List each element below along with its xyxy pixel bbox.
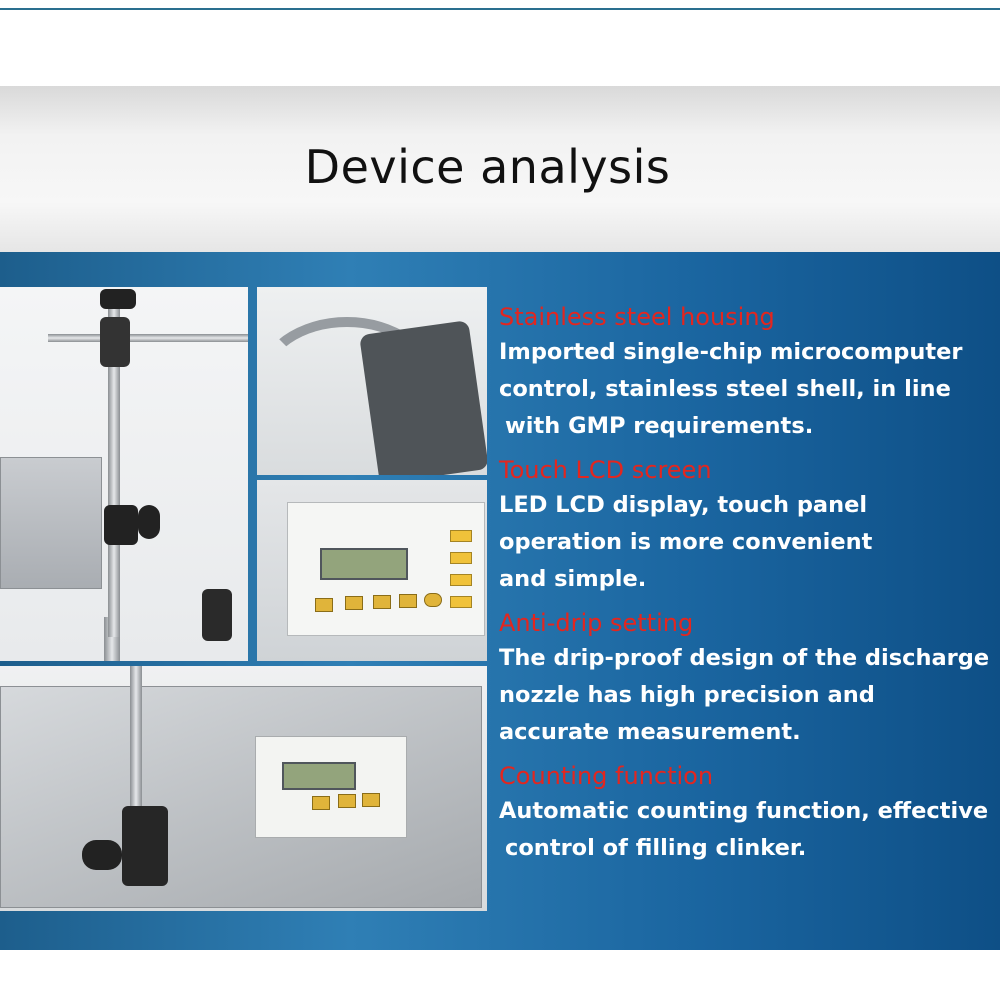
pedal-cable <box>257 317 437 447</box>
feature-description: Automatic counting function, effective c… <box>499 793 997 867</box>
machine-lcd <box>282 762 356 790</box>
feature-touch-lcd: Touch LCD screen LED LCD display, touch … <box>499 453 997 598</box>
feature-heading: Counting function <box>499 762 714 790</box>
feature-anti-drip: Anti-drip setting The drip-proof design … <box>499 606 997 751</box>
indicator-3 <box>450 574 472 586</box>
feature-heading: Stainless steel housing <box>499 303 775 331</box>
machine-key-3 <box>362 793 380 807</box>
feature-heading: Anti-drip setting <box>499 609 694 637</box>
feature-line: with GMP requirements. <box>505 413 814 439</box>
feature-description: The drip-proof design of the discharge n… <box>499 640 997 751</box>
feature-line: control of filling clinker. <box>505 835 807 861</box>
control-panel-photo <box>257 480 487 661</box>
feature-heading: Touch LCD screen <box>499 456 712 484</box>
feature-line: The drip-proof design of the discharge <box>499 645 990 671</box>
machine-knob <box>82 840 122 870</box>
panel-key-4 <box>399 594 417 608</box>
feature-counting: Counting function Automatic counting fun… <box>499 759 997 867</box>
machine-overview-photo <box>0 666 487 911</box>
feature-line: Imported single-chip microcomputer <box>499 339 963 365</box>
machine-body <box>0 686 482 908</box>
feature-line: control, stainless steel shell, in line <box>499 376 951 402</box>
feature-housing: Stainless steel housing Imported single-… <box>499 300 997 445</box>
panel-key-5 <box>424 593 442 607</box>
feature-description: Imported single-chip microcomputer contr… <box>499 334 997 445</box>
vertical-rod <box>108 307 120 637</box>
feature-line: Automatic counting function, effective <box>499 798 989 824</box>
horizontal-rod <box>48 334 248 342</box>
clamp <box>100 317 130 367</box>
feature-list: Stainless steel housing Imported single-… <box>499 300 997 875</box>
machine-housing <box>0 457 102 589</box>
machine-clamp <box>122 806 168 886</box>
feature-line: LED LCD display, touch panel <box>499 492 868 518</box>
panel-key-2 <box>345 596 363 610</box>
machine-key-1 <box>312 796 330 810</box>
indicator-1 <box>450 530 472 542</box>
filter-cup <box>202 589 232 641</box>
header-band <box>0 86 1000 252</box>
indicator-2 <box>450 552 472 564</box>
machine-key-2 <box>338 794 356 808</box>
indicator-4 <box>450 596 472 608</box>
top-knob <box>100 289 136 309</box>
feature-line: and simple. <box>499 566 647 592</box>
lower-clamp <box>104 505 138 545</box>
lcd-display <box>320 548 408 580</box>
panel-key-3 <box>373 595 391 609</box>
top-divider <box>0 8 1000 10</box>
feature-description: LED LCD display, touch panel operation i… <box>499 487 997 598</box>
feature-line: operation is more convenient <box>499 529 873 555</box>
feature-line: accurate measurement. <box>499 719 801 745</box>
nozzle-arm-photo <box>0 287 248 661</box>
page-title: Device analysis <box>304 140 671 194</box>
feature-line: nozzle has high precision and <box>499 682 875 708</box>
foot-pedal <box>359 320 487 475</box>
side-knob <box>138 505 160 539</box>
foot-pedal-photo <box>257 287 487 475</box>
panel-key-1 <box>315 598 333 612</box>
